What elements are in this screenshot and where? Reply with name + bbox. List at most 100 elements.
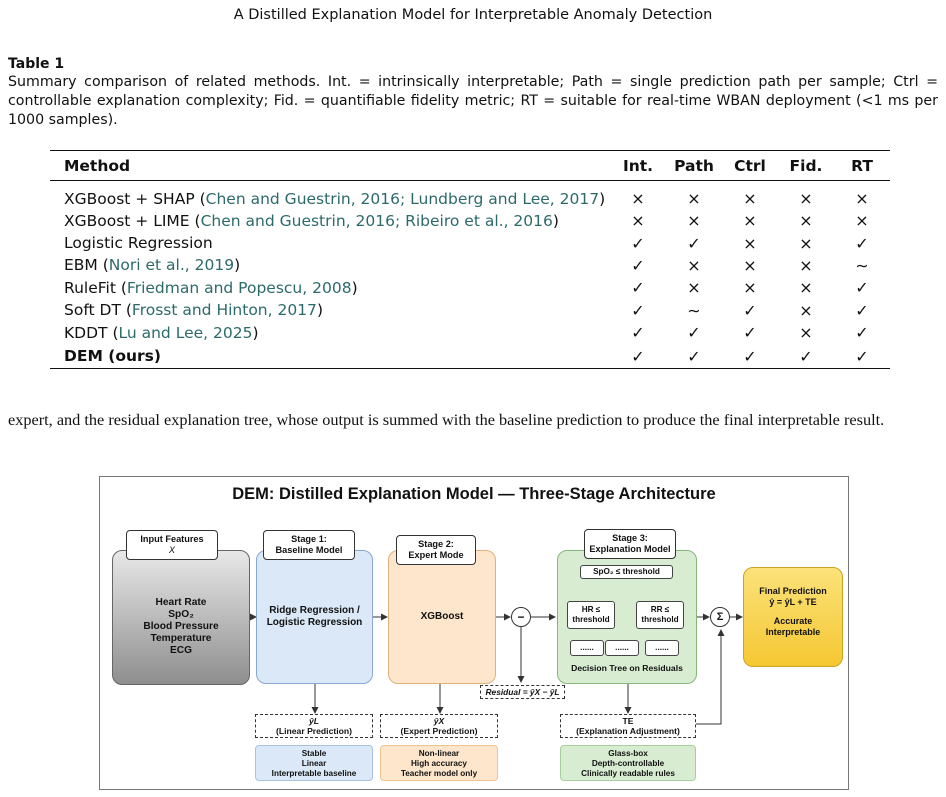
citation-link[interactable]: Lu and Lee, 2025: [118, 323, 253, 342]
architecture-figure: DEM: Distilled Explanation Model — Three…: [99, 476, 849, 790]
criterion-mark: ×: [799, 255, 813, 275]
criterion-mark: ✓: [855, 278, 869, 298]
input-tag-title: Input Features: [140, 534, 204, 544]
criterion-mark: ✓: [834, 343, 890, 370]
stage3-tag-title: Stage 3:: [612, 533, 648, 543]
method-name: Logistic Regression: [64, 234, 213, 253]
citation-link[interactable]: Frosst and Hinton, 2017: [131, 301, 317, 320]
criterion-mark: ✓: [778, 343, 834, 370]
criterion-mark: ✓: [631, 323, 645, 343]
tree-leaf: ......: [570, 640, 604, 656]
final-prediction-block: Final Prediction ŷ = ŷL + TE Accurate In…: [743, 567, 843, 667]
table-row: XGBoost + LIME (Chen and Guestrin, 2016;…: [50, 210, 890, 232]
citation-link[interactable]: Chen and Guestrin, 2016; Ribeiro et al.,…: [200, 211, 553, 230]
criterion-mark: ✓: [722, 343, 778, 370]
method-cell: XGBoost + SHAP (Chen and Guestrin, 2016;…: [50, 181, 610, 210]
stage2-output-text: (Expert Prediction): [400, 726, 478, 736]
paren-close: ): [234, 256, 241, 275]
tree-right-line1: RR ≤: [650, 605, 670, 614]
stage2-output-label: ŷX (Expert Prediction): [380, 714, 498, 738]
stage1-tag-subtitle: Baseline Model: [275, 545, 343, 555]
stage3-note-line: Depth-controllable: [591, 759, 665, 768]
stage2-note: Non-linear High accuracy Teacher model o…: [380, 745, 498, 781]
criterion-mark: ×: [631, 211, 645, 231]
stage2-tag-title: Stage 2:: [418, 539, 454, 549]
stage2-note-line: Non-linear: [418, 749, 460, 758]
method-name: KDDT: [64, 323, 108, 342]
stage2-tag-subtitle: Expert Mode: [408, 550, 464, 560]
method-cell: XGBoost + LIME (Chen and Guestrin, 2016;…: [50, 210, 610, 232]
tree-caption: Decision Tree on Residuals: [571, 663, 683, 673]
citation-link[interactable]: Chen and Guestrin, 2016; Lundberg and Le…: [205, 189, 600, 208]
feature-ecg: ECG: [169, 645, 193, 656]
feature-temperature: Temperature: [150, 633, 212, 644]
header-method: Method: [50, 150, 610, 181]
paren-close: ): [316, 301, 323, 320]
feature-heart-rate: Heart Rate: [155, 597, 207, 608]
criterion-mark: ∼: [855, 255, 869, 275]
stage1-output-label: ŷL (Linear Prediction): [255, 714, 373, 738]
stage1-block: Ridge Regression / Logistic Regression: [256, 550, 373, 684]
input-features-tag: Input Features X: [126, 530, 218, 560]
citation-link[interactable]: Friedman and Popescu, 2008: [126, 278, 352, 297]
table-header-row: Method Int. Path Ctrl Fid. RT: [50, 150, 890, 181]
citation-link[interactable]: Nori et al., 2019: [108, 256, 235, 275]
stage1-note-line: Interpretable baseline: [271, 769, 357, 778]
body-paragraph: expert, and the residual explanation tre…: [8, 410, 885, 429]
stage2-note-line: Teacher model only: [400, 769, 478, 778]
paren-close: ): [599, 189, 606, 208]
paren-close: ): [351, 278, 358, 297]
header-int: Int.: [610, 150, 666, 181]
criterion-mark: ✓: [610, 343, 666, 370]
criterion-mark: ×: [687, 278, 701, 298]
header-path: Path: [666, 150, 722, 181]
stage2-block: XGBoost: [388, 550, 496, 684]
criterion-mark: ×: [743, 255, 757, 275]
criterion-mark: ∼: [687, 300, 701, 320]
table-row: DEM (ours)✓✓✓✓✓: [50, 343, 890, 370]
stage1-note-line: Stable: [301, 749, 327, 758]
criterion-mark: ×: [855, 211, 869, 231]
table-row: EBM (Nori et al., 2019)✓×××∼: [50, 254, 890, 276]
criterion-mark: ✓: [687, 233, 701, 253]
method-cell: Soft DT (Frosst and Hinton, 2017): [50, 299, 610, 321]
figure-title: DEM: Distilled Explanation Model — Three…: [232, 485, 716, 503]
header-rt: RT: [834, 150, 890, 181]
tree-root-node: SpO₂ ≤ threshold: [580, 565, 673, 579]
stage1-output-symbol: ŷL: [308, 716, 320, 726]
criterion-mark: ×: [743, 233, 757, 253]
running-head: A Distilled Explanation Model for Interp…: [233, 7, 713, 23]
table-row: Soft DT (Frosst and Hinton, 2017)✓∼✓×✓: [50, 299, 890, 321]
criterion-mark: ✓: [855, 233, 869, 253]
stage1-body-line1: Ridge Regression /: [269, 605, 360, 616]
tree-left-node: HR ≤ threshold: [567, 601, 615, 629]
sum-node: Σ: [710, 607, 730, 627]
stage3-output-label: TE (Explanation Adjustment): [560, 714, 696, 738]
paren-close: ): [552, 211, 559, 230]
table-caption: Summary comparison of related methods. I…: [8, 74, 938, 128]
criterion-mark: ×: [743, 278, 757, 298]
header-fid: Fid.: [778, 150, 834, 181]
paren-open: (: [120, 301, 132, 320]
table-row: KDDT (Lu and Lee, 2025)✓✓✓×✓: [50, 321, 890, 343]
table-row: RuleFit (Friedman and Popescu, 2008)✓×××…: [50, 277, 890, 299]
stage3-output-text: (Explanation Adjustment): [576, 726, 680, 736]
criterion-mark: ✓: [855, 300, 869, 320]
final-interpretable: Interpretable: [765, 627, 821, 637]
method-name: Soft DT: [64, 301, 121, 320]
criterion-mark: ✓: [743, 323, 757, 343]
input-tag-symbol: X: [168, 545, 176, 555]
criterion-mark: ×: [799, 189, 813, 209]
paren-open: (: [97, 256, 109, 275]
criterion-mark: ×: [799, 278, 813, 298]
stage2-body: XGBoost: [420, 611, 464, 622]
criterion-mark: ✓: [855, 323, 869, 343]
final-title: Final Prediction: [759, 586, 827, 596]
comparison-table: Method Int. Path Ctrl Fid. RT XGBoost + …: [50, 150, 890, 370]
criterion-mark: ×: [743, 211, 757, 231]
final-formula: ŷ = ŷL + TE: [769, 597, 817, 607]
paren-open: (: [115, 278, 127, 297]
stage3-note-line: Clinically readable rules: [581, 769, 675, 778]
criterion-mark: ×: [799, 211, 813, 231]
tree-leaf: ......: [645, 640, 679, 656]
